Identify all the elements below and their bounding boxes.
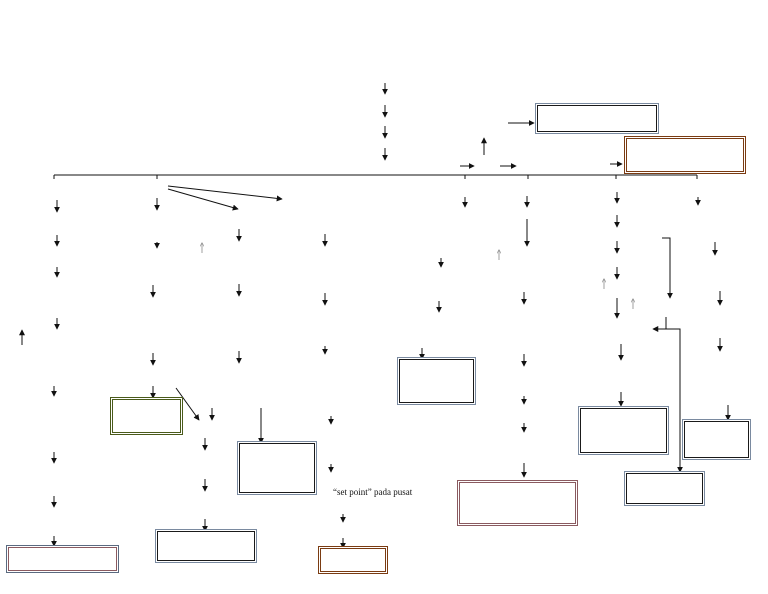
box-top-right-lower bbox=[626, 138, 744, 172]
bus-ticks bbox=[53, 175, 698, 179]
column-6-arrows bbox=[521, 196, 530, 478]
box-top-right-upper bbox=[537, 105, 657, 132]
bracket-connector-2 bbox=[665, 317, 683, 473]
column-5-arrows bbox=[419, 197, 468, 360]
box-bottom-brown bbox=[320, 548, 386, 572]
box-bottom-left bbox=[8, 547, 117, 571]
box-bottom-second bbox=[157, 531, 255, 561]
set-point-annotation: “set point” pada pusat bbox=[333, 487, 413, 497]
box-bottom-pink bbox=[459, 482, 576, 524]
box-center-left bbox=[239, 443, 315, 493]
box-right-mid bbox=[580, 408, 667, 453]
column-4-arrows bbox=[322, 234, 346, 549]
column-3-arrows bbox=[202, 229, 264, 532]
column-2-arrows bbox=[150, 198, 160, 399]
diagonal-arrows bbox=[167, 185, 283, 421]
column-8-arrows bbox=[695, 197, 731, 421]
top-right-arrows bbox=[460, 120, 623, 169]
column-1-arrows bbox=[19, 200, 60, 547]
box-far-right bbox=[684, 421, 749, 458]
box-right-lower bbox=[626, 473, 703, 504]
box-center bbox=[399, 359, 474, 403]
box-left-olive bbox=[112, 399, 181, 433]
bracket-connector-1 bbox=[662, 237, 673, 299]
column-7-arrows bbox=[614, 192, 624, 407]
